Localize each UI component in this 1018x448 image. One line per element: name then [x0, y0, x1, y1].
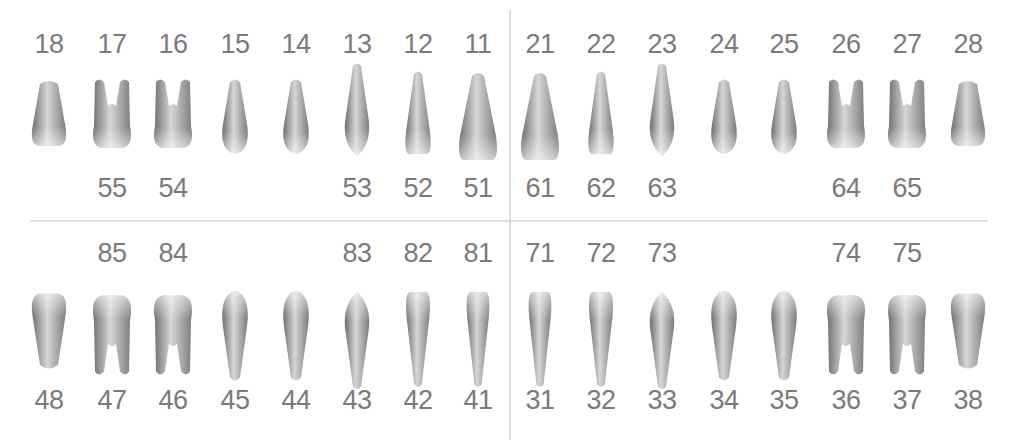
- tooth: [771, 291, 797, 380]
- tooth-number: 17: [97, 31, 126, 58]
- lower-teeth: [32, 291, 985, 389]
- tooth: [588, 72, 613, 155]
- tooth-number: 37: [892, 387, 921, 414]
- tooth: [827, 296, 865, 375]
- tooth-number: 16: [158, 31, 187, 58]
- tooth: [650, 292, 675, 389]
- tooth-number: 23: [647, 31, 676, 58]
- tooth-number: 44: [281, 387, 310, 414]
- tooth: [589, 292, 613, 387]
- tooth: [154, 80, 192, 149]
- tooth-number: 42: [403, 387, 432, 414]
- tooth: [222, 80, 248, 155]
- tooth-number: 45: [220, 387, 249, 414]
- tooth-number: 64: [831, 175, 860, 202]
- tooth: [222, 291, 248, 380]
- tooth-number: 74: [831, 240, 860, 267]
- tooth-number: 34: [709, 387, 738, 414]
- tooth-number: 15: [220, 31, 249, 58]
- tooth: [951, 294, 985, 369]
- tooth-number: 32: [586, 387, 615, 414]
- tooth-number: 72: [586, 240, 615, 267]
- tooth-number: 71: [525, 240, 554, 267]
- tooth-number: 62: [586, 175, 615, 202]
- tooth: [154, 296, 192, 375]
- tooth: [467, 292, 490, 387]
- tooth-number: 31: [525, 387, 554, 414]
- tooth-number: 25: [769, 31, 798, 58]
- tooth-number: 46: [158, 387, 187, 414]
- tooth: [93, 296, 131, 375]
- tooth-number: 38: [953, 387, 982, 414]
- tooth-number: 65: [892, 175, 921, 202]
- tooth-number: 84: [158, 240, 187, 267]
- tooth: [93, 80, 131, 149]
- tooth-number: 35: [769, 387, 798, 414]
- tooth-number: 53: [342, 175, 371, 202]
- tooth-number: 81: [463, 240, 492, 267]
- tooth-number: 55: [97, 175, 126, 202]
- tooth: [888, 296, 926, 375]
- midline: [509, 10, 511, 440]
- upper-teeth: [32, 64, 985, 161]
- tooth-number: 28: [953, 31, 982, 58]
- tooth-number: 36: [831, 387, 860, 414]
- tooth-number: 24: [709, 31, 738, 58]
- tooth: [32, 81, 66, 146]
- tooth: [951, 81, 985, 146]
- tooth: [283, 291, 309, 380]
- tooth-number: 61: [525, 175, 554, 202]
- tooth-number: 27: [892, 31, 921, 58]
- tooth: [32, 294, 66, 369]
- tooth: [711, 291, 737, 380]
- tooth: [406, 292, 430, 387]
- tooth-number: 18: [34, 31, 63, 58]
- tooth-number: 21: [525, 31, 554, 58]
- tooth: [345, 292, 370, 389]
- tooth: [529, 292, 552, 387]
- tooth: [711, 80, 737, 155]
- tooth: [888, 80, 926, 149]
- tooth-number: 12: [403, 31, 432, 58]
- tooth: [521, 73, 559, 160]
- tooth-number: 51: [463, 175, 492, 202]
- tooth: [650, 64, 675, 157]
- tooth-number: 52: [403, 175, 432, 202]
- tooth-number: 63: [647, 175, 676, 202]
- tooth-number: 43: [342, 387, 371, 414]
- tooth-number: 11: [464, 31, 491, 58]
- tooth-number: 47: [97, 387, 126, 414]
- tooth: [827, 80, 865, 149]
- tooth: [771, 80, 797, 155]
- tooth-number: 73: [647, 240, 676, 267]
- tooth-number: 22: [586, 31, 615, 58]
- occlusal-line: [30, 220, 988, 222]
- tooth: [283, 80, 309, 155]
- tooth-number: 82: [403, 240, 432, 267]
- tooth-number: 48: [34, 387, 63, 414]
- tooth: [405, 72, 430, 155]
- tooth: [345, 64, 370, 157]
- tooth-number: 75: [892, 240, 921, 267]
- tooth: [459, 73, 497, 160]
- tooth-number: 54: [158, 175, 187, 202]
- tooth-number: 26: [831, 31, 860, 58]
- tooth-number: 85: [97, 240, 126, 267]
- tooth-number: 14: [281, 31, 310, 58]
- tooth-number: 33: [647, 387, 676, 414]
- tooth-number: 41: [463, 387, 492, 414]
- tooth-number: 13: [342, 31, 371, 58]
- tooth-number: 83: [342, 240, 371, 267]
